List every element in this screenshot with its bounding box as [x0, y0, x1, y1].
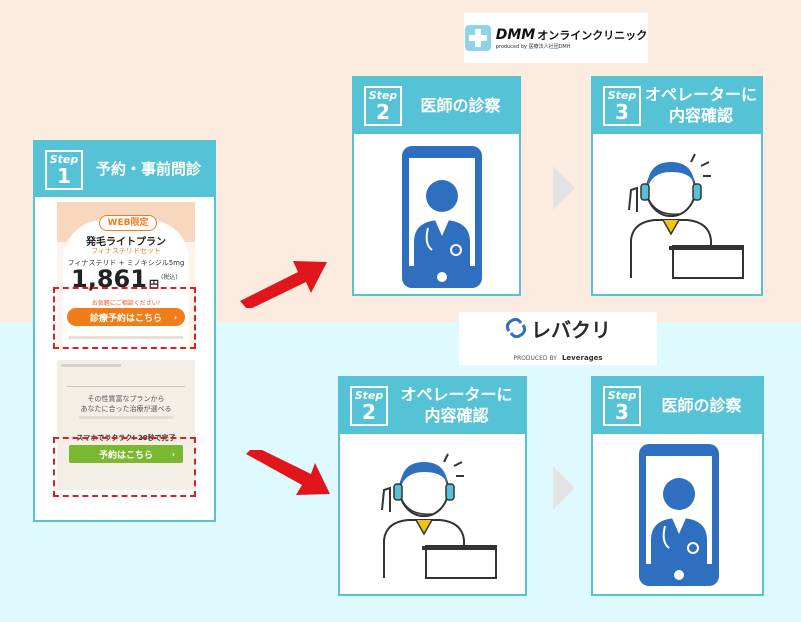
leverages-logo-icon	[505, 317, 527, 339]
dmm-step3-card: Step 3 オペレーターに 内容確認	[591, 76, 763, 296]
price-note: (税込)	[161, 274, 178, 281]
chevron-right-icon: ›	[171, 449, 175, 459]
dmm-service-name: オンラインクリニック	[537, 28, 648, 42]
title-line1: オペレーターに	[400, 385, 513, 405]
consult-note: お気軽にご相談ください!	[91, 300, 161, 307]
leverages-produced-by: PRODUCED BY	[513, 354, 557, 362]
title-line2: 内容確認	[668, 106, 733, 125]
next-step-chevron-icon	[553, 466, 575, 510]
dmm-step2-title: 医師の診察	[420, 95, 501, 115]
dmm-step3-header: Step 3 オペレーターに 内容確認	[593, 78, 761, 134]
drug-line: フィナステリド + ミノキシジル5mg	[67, 259, 185, 267]
step-word: Step	[607, 89, 637, 102]
step-badge: Step 3	[603, 386, 641, 426]
title-line2: 内容確認	[424, 406, 489, 425]
doctor-phone-icon	[639, 444, 719, 586]
step-number: 2	[376, 100, 390, 124]
step-badge: Step 2	[364, 86, 402, 126]
dmm-clinic-logo-icon	[464, 25, 491, 51]
reserve-label: 予約はこちら	[98, 450, 153, 461]
lever-step3-header: Step 3 医師の診察	[593, 378, 762, 434]
web-limited-badge: WEB限定	[99, 215, 157, 231]
leverages-service-name: レバクリ	[531, 317, 611, 342]
lever-step2-card: Step 2 オペレーターに 内容確認	[338, 376, 527, 596]
arrow-to-dmm-icon	[240, 261, 327, 308]
step-badge: Step 3	[603, 86, 641, 126]
title-line1: オペレーターに	[644, 85, 757, 105]
dmm-brand: DMM	[495, 26, 536, 43]
lever-step3-card: Step 3 医師の診察	[591, 376, 764, 596]
lever-step2-header: Step 2 オペレーターに 内容確認	[340, 378, 525, 434]
dmm-step3-title: オペレーターに 内容確認	[641, 85, 761, 127]
highlight-box-top	[53, 287, 196, 349]
highlight-box-bottom	[53, 437, 196, 497]
dmm-logo: DMM オンラインクリニック produced by 医療法人社団DMH	[464, 13, 648, 63]
operator-headset-icon	[381, 453, 497, 579]
step-word: Step	[49, 152, 79, 166]
step1-title: 予約・事前問診	[95, 159, 201, 178]
step-badge: Step 1	[45, 149, 83, 190]
reserve-consult-label: 診療予約はこちら	[89, 313, 162, 324]
lever-step2-title: オペレーターに 内容確認	[388, 385, 525, 427]
step1-card: Step 1 予約・事前問診 WEB限定 発毛ライトプラン フィナステリドセット…	[33, 140, 216, 522]
doctor-phone-icon	[402, 146, 482, 288]
step-number: 3	[615, 400, 629, 424]
dmm-produced-by: produced by 医療法人社団DMH	[495, 43, 571, 50]
chevron-right-icon: ›	[173, 312, 177, 322]
lever-step3-title: 医師の診察	[661, 395, 742, 415]
next-step-chevron-icon	[553, 166, 575, 210]
step-number: 3	[615, 100, 629, 124]
leverages-company: Leverages	[561, 353, 603, 362]
plan-name: 発毛ライトプラン	[86, 237, 166, 248]
step-word: Step	[354, 389, 384, 402]
lead-line1: その性質富なプランから	[87, 395, 165, 403]
step-number: 1	[57, 163, 71, 188]
dmm-step2-card: Step 2 医師の診察	[352, 76, 521, 296]
operator-headset-icon	[628, 153, 744, 279]
lead-line2: あなたに合った治療が選べる	[80, 405, 172, 413]
step1-header: Step 1 予約・事前問診	[35, 142, 214, 197]
step-number: 2	[362, 400, 376, 424]
price-unit: 円	[149, 280, 159, 291]
arrow-to-lever-icon	[246, 450, 330, 495]
dmm-step2-header: Step 2 医師の診察	[354, 78, 519, 134]
plan-sub: フィナステリドセット	[91, 247, 161, 255]
plan-mockup: WEB限定 発毛ライトプラン フィナステリドセット フィナステリド + ミノキシ…	[57, 202, 195, 352]
reserve-consult-button[interactable]: 診療予約はこちら ›	[67, 308, 185, 326]
step-word: Step	[368, 89, 398, 102]
leverages-logo: レバクリ PRODUCED BY Leverages	[459, 312, 657, 365]
reserve-button[interactable]: 予約はこちら ›	[69, 445, 183, 463]
step-word: Step	[607, 389, 637, 402]
plan-select-mockup: その性質富なプランから あなたに合った治療が選べる スマホでラクラク! 20秒で…	[57, 360, 195, 490]
step-badge: Step 2	[350, 386, 388, 426]
